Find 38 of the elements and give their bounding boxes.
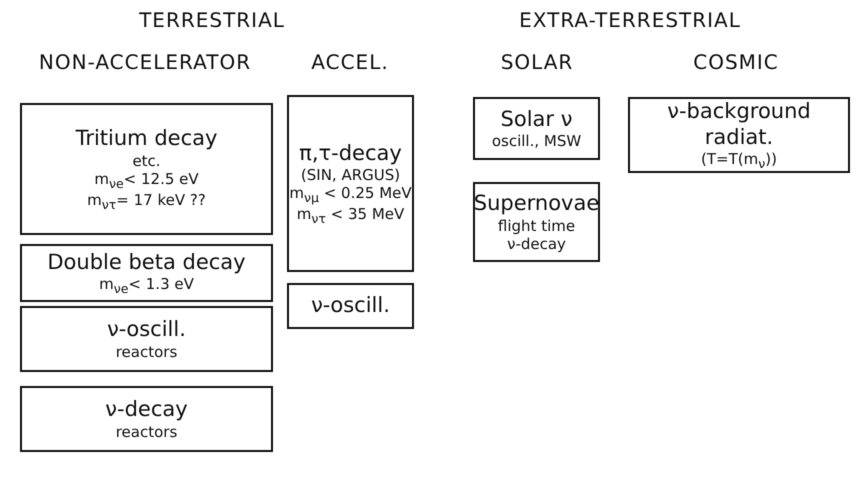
topic-note: ν-decay <box>507 234 566 253</box>
topic-note: oscill., MSW <box>492 132 582 150</box>
topic-title: π,τ-decay <box>299 140 402 166</box>
column-heading: ACCEL. <box>311 50 389 74</box>
topic-box <box>628 97 850 173</box>
topic-box <box>20 244 273 302</box>
topic-note: etc. <box>132 152 161 170</box>
topic-note: reactors <box>116 422 178 441</box>
topic-title: ν-decay <box>105 397 188 423</box>
topic-note: (T=T(m$_{ν}$)) <box>701 150 777 171</box>
topic-note: m$_{ντ}$ < 35 MeV <box>296 205 404 226</box>
topic-note: (SIN, ARGUS) <box>300 166 400 184</box>
topic-note: radiat. <box>704 124 774 150</box>
topic-box <box>473 182 600 262</box>
topic-note: reactors <box>116 342 178 361</box>
topic-box <box>20 306 273 372</box>
topic-title: ν-oscill. <box>311 293 390 319</box>
topic-note: m$_{ντ}$= 17 keV ?? <box>87 190 206 212</box>
column-heading: NON-ACCELERATOR <box>38 50 252 74</box>
topic-note: m$_{νe}$< 1.3 eV <box>99 275 194 296</box>
topic-title: Solar ν <box>500 106 572 132</box>
topic-title: Tritium decay <box>76 126 218 152</box>
topic-note: m$_{νμ}$ < 0.25 MeV <box>289 184 412 206</box>
column-heading: COSMIC <box>693 50 779 74</box>
topic-title: Supernovae <box>474 191 600 217</box>
topic-title: Double beta decay <box>47 250 246 276</box>
topic-box <box>20 386 273 452</box>
category-heading: EXTRA-TERRESTRIAL <box>519 8 741 32</box>
topic-box <box>287 283 414 329</box>
column-heading: SOLAR <box>500 50 574 74</box>
topic-note: m$_{νe}$< 12.5 eV <box>94 170 199 191</box>
topic-box <box>20 103 273 235</box>
category-heading: TERRESTRIAL <box>139 8 285 32</box>
topic-box <box>473 97 600 160</box>
topic-box <box>287 95 414 272</box>
topic-title: ν-oscill. <box>107 317 186 343</box>
topic-title: ν-background <box>667 99 811 124</box>
topic-note: flight time <box>498 216 576 235</box>
